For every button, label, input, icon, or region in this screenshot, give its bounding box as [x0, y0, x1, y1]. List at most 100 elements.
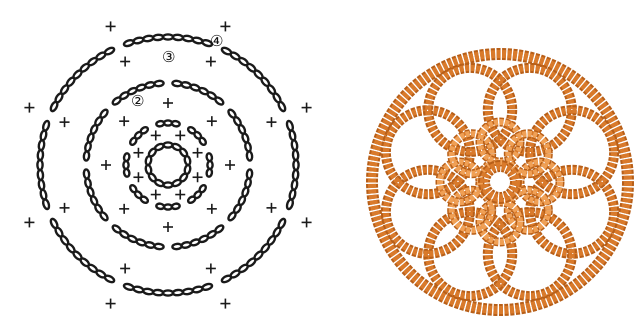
yarn-motif-image: [360, 40, 643, 329]
chain-stitch: [40, 189, 47, 200]
chain-stitch: [206, 168, 213, 177]
round-4-loop: [123, 34, 213, 47]
chain-stitch: [140, 126, 149, 135]
chain-stitch: [164, 120, 172, 125]
round-4-label: ④: [210, 32, 223, 50]
round-2-single-crochet: [151, 190, 161, 200]
chain-stitch: [286, 199, 294, 210]
outer-single-crochet: [220, 299, 230, 309]
chain-stitch: [207, 161, 212, 169]
chain-stitch: [192, 286, 203, 293]
round-2-loop: [129, 126, 149, 146]
round-3-single-crochet: [163, 98, 173, 108]
round-2-label: ②: [131, 92, 144, 110]
round-4-single-crochet: [120, 57, 130, 67]
round-3-loop: [172, 224, 224, 249]
stitch-chart-svg: ② ③ ④: [0, 0, 340, 329]
chain-stitch: [42, 120, 50, 131]
round-2-loop: [129, 184, 149, 204]
chain-stitch: [156, 203, 165, 210]
round-2-loop: [156, 120, 180, 127]
chain-stitch: [154, 80, 164, 86]
chain-stitch: [38, 179, 45, 190]
chain-stitch-layer: [37, 34, 298, 295]
chain-stitch: [163, 290, 173, 295]
chain-stitch: [198, 137, 207, 146]
chain-stitch: [123, 153, 130, 162]
round-3-loop: [227, 108, 252, 160]
round-4-loop: [50, 218, 116, 284]
chain-stitch: [133, 37, 144, 44]
round-2-loop: [187, 126, 207, 146]
round-4-single-crochet: [206, 57, 216, 67]
chain-stitch: [184, 156, 191, 166]
chain-stitch: [293, 170, 299, 180]
chain-stitch: [221, 274, 232, 283]
chain-stitch: [50, 218, 59, 229]
chain-stitch: [187, 195, 196, 204]
chain-stitch: [171, 120, 180, 127]
outer-single-crochet: [220, 21, 230, 31]
round-4-loop: [37, 120, 50, 210]
chain-stitch: [277, 101, 286, 112]
round-3-loop: [83, 108, 108, 160]
round-2-loop: [187, 184, 207, 204]
chain-stitch: [111, 224, 121, 234]
round-2-single-crochet: [133, 172, 143, 182]
chain-stitch: [84, 178, 91, 188]
chain-stitch: [143, 288, 154, 295]
chain-stitch: [173, 290, 183, 296]
round-4-single-crochet: [120, 263, 130, 273]
round-4-loop: [123, 283, 213, 296]
chain-stitch: [154, 243, 164, 249]
chain-stitch: [214, 96, 224, 106]
chain-stitch: [164, 204, 172, 209]
chain-stitch: [173, 34, 183, 40]
round-4-single-crochet: [60, 203, 70, 213]
chain-stitch: [104, 47, 115, 56]
round-4-single-crochet: [206, 263, 216, 273]
outer-single-crochet: [24, 103, 34, 113]
round-3-single-crochet: [207, 116, 217, 126]
chain-stitch: [246, 169, 252, 179]
outer-single-crochet: [24, 217, 34, 227]
chain-stitch: [129, 184, 138, 193]
round-3-single-crochet: [163, 222, 173, 232]
chain-stitch: [227, 211, 237, 221]
round-3-single-crochet: [225, 160, 235, 170]
chain-stitch: [244, 142, 251, 152]
round-2-single-crochet: [133, 148, 143, 158]
chain-stitch: [164, 182, 173, 187]
round-2-loop: [123, 153, 130, 177]
chain-stitch: [123, 283, 134, 291]
round-3-single-crochet: [207, 204, 217, 214]
finished-motif-photo: [360, 40, 643, 329]
chain-stitch: [153, 290, 163, 296]
outer-single-crochet: [302, 217, 312, 227]
crochet-stitch-chart: ② ③ ④: [0, 0, 340, 329]
chain-stitch: [172, 243, 182, 249]
chain-stitch: [289, 130, 296, 141]
chain-stitch: [37, 160, 42, 170]
round-3-loop: [83, 169, 108, 221]
chain-stitch: [182, 288, 193, 295]
round-4-loop: [286, 120, 299, 210]
round-3-loop: [227, 169, 252, 221]
chain-stitch: [145, 81, 155, 88]
chain-stitch: [291, 140, 298, 151]
chain-stitch: [83, 151, 89, 161]
round-3-loop: [172, 80, 224, 105]
round-1-center-ring: [145, 142, 191, 187]
round-4-single-crochet: [60, 117, 70, 127]
chain-stitch: [37, 150, 43, 160]
chain-stitch: [181, 241, 191, 248]
outer-single-crochet: [106, 299, 116, 309]
round-4-single-crochet: [266, 203, 276, 213]
chain-stitch: [143, 35, 154, 42]
chain-stitch: [293, 150, 299, 160]
round-3-loop: [111, 224, 163, 249]
round-4-loop: [50, 47, 116, 113]
chain-stitch: [83, 169, 89, 179]
round-3-label: ③: [162, 48, 175, 66]
chain-stitch: [172, 80, 182, 86]
